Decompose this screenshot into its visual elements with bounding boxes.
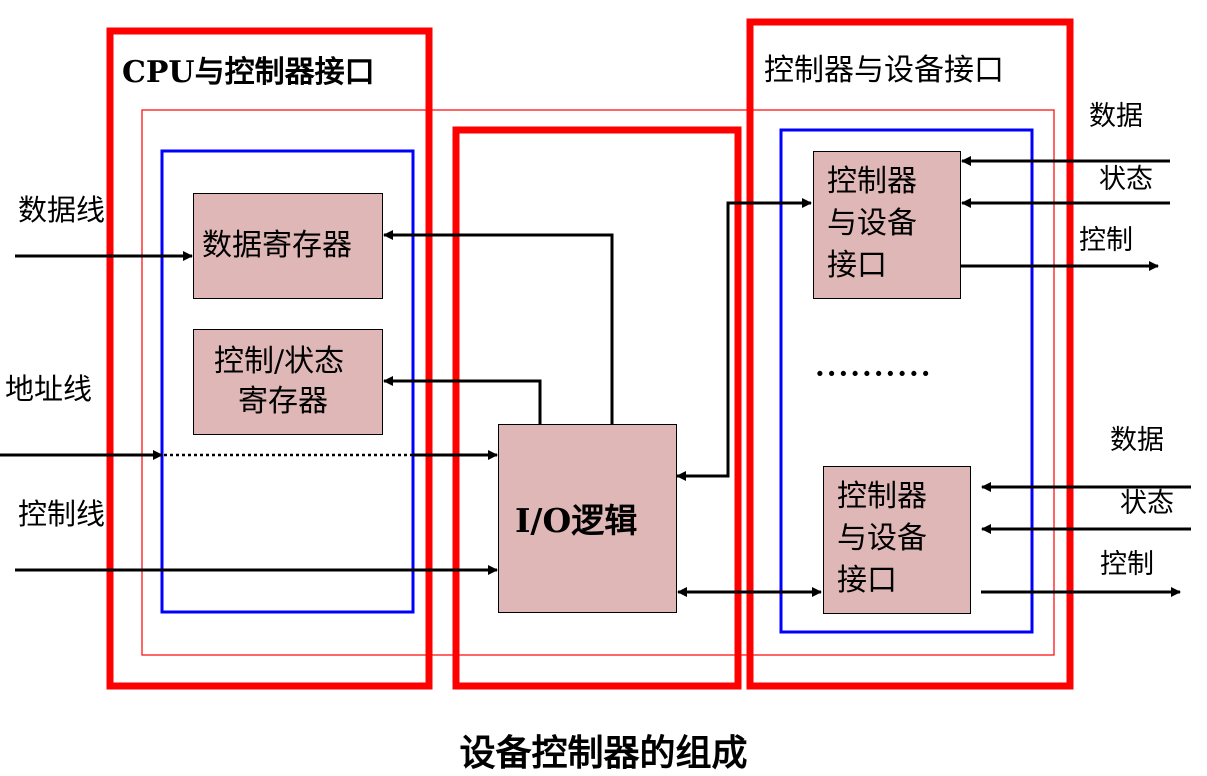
- device-port-1-line-3: 接口: [827, 248, 887, 283]
- device-port-1-line-2: 与设备: [827, 206, 917, 241]
- port1-status-label: 状态: [1099, 164, 1153, 195]
- control-status-register-box: 控制/状态 寄存器: [193, 329, 383, 435]
- device-port-2-line-2: 与设备: [837, 521, 927, 556]
- control-status-register-label-1: 控制/状态: [214, 344, 345, 379]
- device-port-2-line-1: 控制器: [837, 479, 927, 514]
- diagram-caption: 设备控制器的组成: [459, 733, 748, 774]
- control-status-register-label-2: 寄存器: [238, 384, 328, 419]
- io-logic-box: I/O逻辑: [498, 424, 677, 613]
- device-port-box-2: 控制器 与设备 接口: [823, 466, 971, 614]
- device-port-2-line-3: 接口: [837, 563, 897, 598]
- more-ports-ellipsis: ··········: [815, 357, 933, 390]
- port1-control-label: 控制: [1079, 225, 1133, 256]
- control-line-label: 控制线: [18, 497, 106, 531]
- address-line-label: 地址线: [5, 372, 93, 406]
- device-interface-title: 控制器与设备接口: [764, 53, 1004, 88]
- io-logic-label: I/O逻辑: [515, 501, 638, 540]
- data-register-box: 数据寄存器: [193, 193, 383, 299]
- io-to-port-1: [676, 198, 812, 481]
- cpu-interface-title-text: CPU与控制器接口: [122, 55, 375, 90]
- device-port-1-line-1: 控制器: [827, 164, 917, 199]
- controller-outline: [141, 109, 1055, 656]
- cpu-interface-title: CPU与控制器接口: [122, 58, 375, 88]
- port2-data-label: 数据: [1110, 425, 1164, 456]
- port2-status-label: 状态: [1120, 488, 1174, 519]
- port2-control-label: 控制: [1100, 549, 1154, 580]
- device-port-box-1: 控制器 与设备 接口: [813, 151, 961, 299]
- data-line-label: 数据线: [18, 193, 106, 227]
- port1-data-label: 数据: [1089, 101, 1143, 132]
- io-to-data-register: [383, 230, 614, 424]
- cpu-interface-frame: [106, 27, 433, 690]
- data-register-label: 数据寄存器: [202, 228, 352, 263]
- io-to-control-status-register: [383, 376, 542, 424]
